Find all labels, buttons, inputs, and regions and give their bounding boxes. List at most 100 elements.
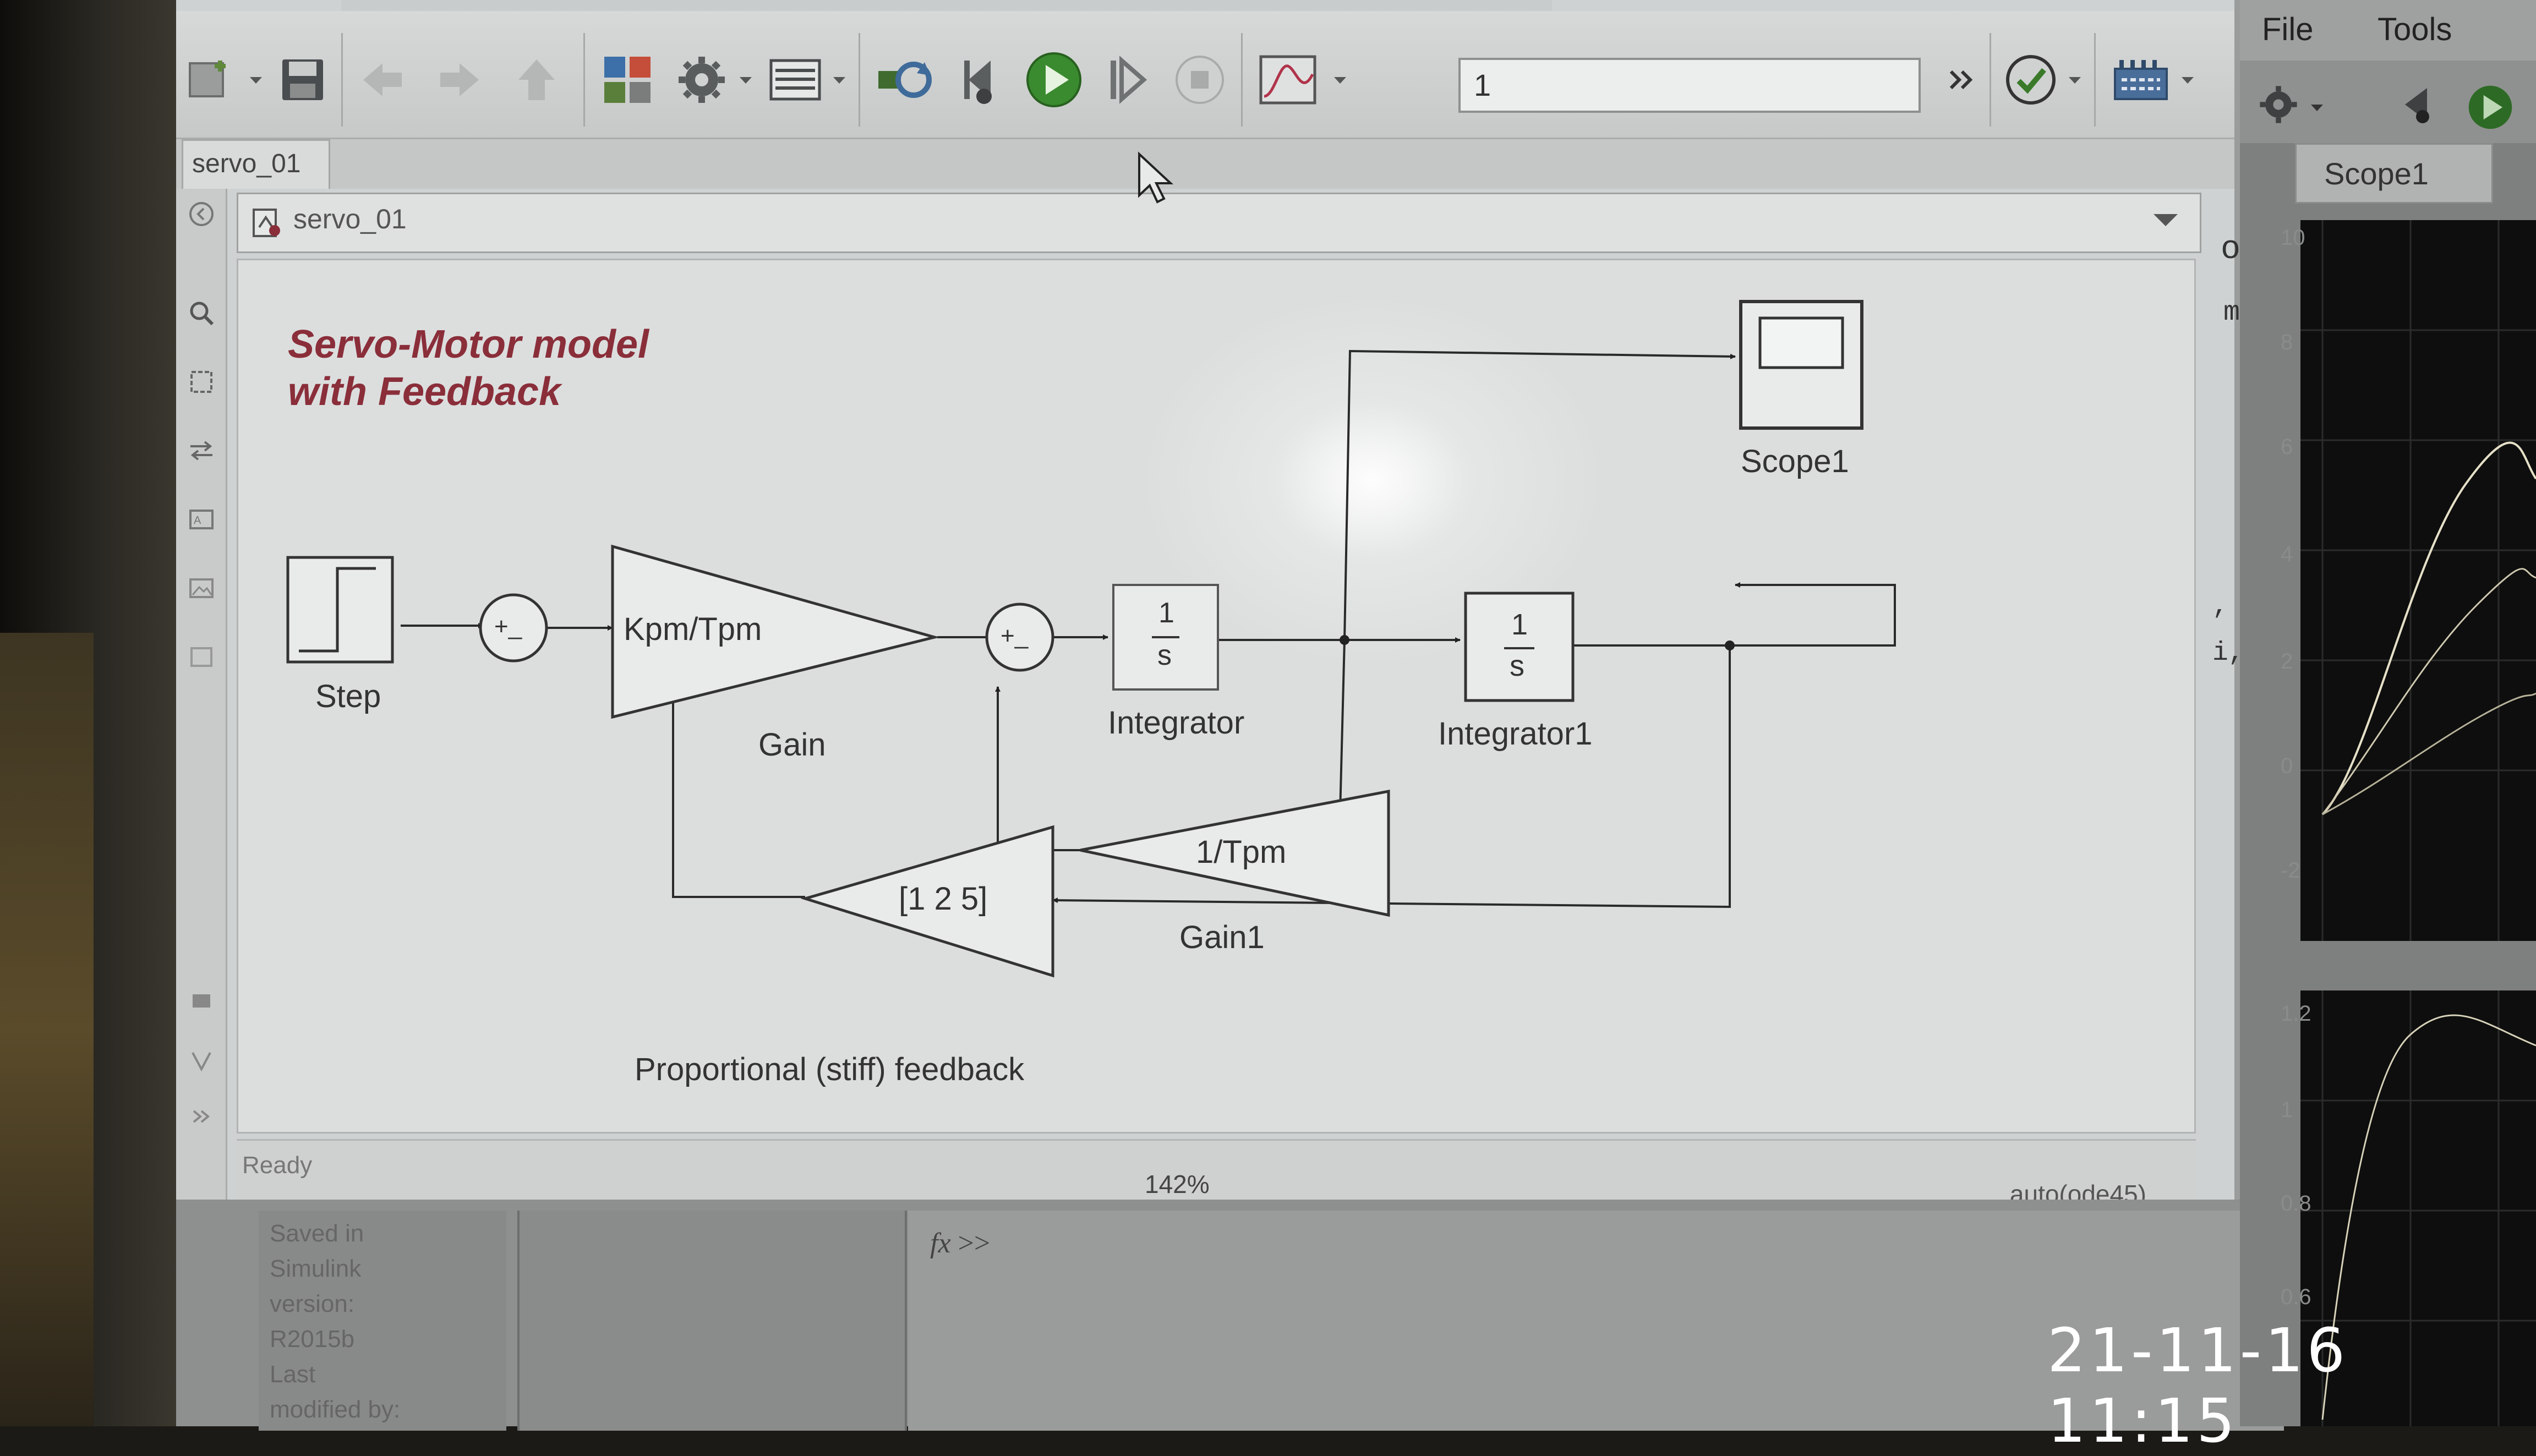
play-icon[interactable]: [2466, 83, 2515, 132]
integrator-denominator: s: [1157, 639, 1172, 671]
step-block[interactable]: [286, 556, 394, 664]
simulation-stop-time-input[interactable]: 1: [1458, 58, 1921, 113]
chevron-down-icon[interactable]: [2309, 99, 2325, 116]
scope-plot-bottom[interactable]: [2300, 990, 2536, 1426]
build-model-button[interactable]: [2105, 44, 2177, 116]
model-explorer-button[interactable]: [762, 44, 828, 116]
new-model-button[interactable]: [176, 44, 248, 116]
tab-servo-01[interactable]: servo_01: [182, 139, 330, 189]
integrator1-denominator: s: [1510, 649, 1524, 682]
chevron-down-icon[interactable]: [2154, 214, 2178, 226]
gear-icon[interactable]: [2256, 83, 2300, 127]
step-back-button[interactable]: [947, 44, 1013, 116]
toolbar-separator: [341, 33, 343, 127]
integrator1-block[interactable]: [1464, 592, 1575, 702]
signal-position-to-feedback[interactable]: [1052, 644, 1731, 908]
gain-block[interactable]: [611, 544, 940, 719]
scope-plot-top[interactable]: [2300, 220, 2536, 941]
arrow-right-icon: [440, 63, 479, 96]
zoom-level: 142%: [1145, 1170, 1210, 1198]
model-tabstrip: servo_01: [176, 139, 2234, 189]
step-back-icon[interactable]: [2394, 83, 2444, 127]
model-config-button[interactable]: [669, 44, 735, 116]
model-explorer-icon: [769, 59, 821, 101]
model-config-dropdown[interactable]: [732, 44, 759, 116]
area-icon[interactable]: [187, 643, 216, 671]
sum1-block[interactable]: [479, 593, 548, 663]
menu-tools[interactable]: Tools: [2378, 12, 2452, 47]
simulation-data-inspector-button[interactable]: [1249, 44, 1326, 116]
model-annotation[interactable]: Servo-Motor model with Feedback: [288, 321, 649, 415]
up-button[interactable]: [506, 44, 567, 116]
y-tick: 0: [2281, 754, 2293, 778]
signal-velocity-to-scope[interactable]: [1343, 349, 1736, 641]
branch-point: [1340, 635, 1349, 645]
run-button[interactable]: [1018, 44, 1090, 116]
monitor-screen: 1: [176, 0, 2536, 1431]
toolbar-separator: [583, 33, 585, 127]
y-tick: 4: [2281, 542, 2293, 566]
integrator-numerator: 1: [1158, 597, 1174, 629]
details-line: R2015b: [270, 1326, 355, 1353]
signal-plot-icon: [1259, 55, 1316, 105]
back-button[interactable]: [352, 44, 413, 116]
gain1-block[interactable]: [1080, 789, 1390, 917]
model-advisor-button[interactable]: [1998, 44, 2064, 116]
chevron-down-icon: [1334, 77, 1346, 84]
toolbar-separator: [859, 33, 860, 127]
details-line: Saved in: [270, 1220, 364, 1247]
workspace-panel[interactable]: [517, 1211, 907, 1431]
save-button[interactable]: [272, 44, 333, 116]
step-forward-button[interactable]: [1095, 44, 1161, 116]
inspector-dropdown[interactable]: [1326, 44, 1354, 116]
scope-block[interactable]: [1739, 300, 1863, 430]
model-explorer-dropdown[interactable]: [826, 44, 853, 116]
menu-file[interactable]: File: [2262, 12, 2314, 47]
y-tick: 6: [2281, 435, 2293, 459]
scope-trace-top: [2300, 220, 2536, 941]
toolbar-overflow-button[interactable]: [1937, 44, 1987, 116]
library-browser-button[interactable]: [594, 44, 660, 116]
gain1-value: 1/Tpm: [1196, 834, 1286, 870]
feedback-gain-value: [1 2 5]: [899, 881, 987, 917]
command-window[interactable]: fx >>: [908, 1211, 2284, 1431]
build-model-dropdown[interactable]: [2174, 44, 2201, 116]
expand-palette-icon[interactable]: [187, 1102, 216, 1131]
model-advisor-dropdown[interactable]: [2061, 44, 2089, 116]
update-model-button[interactable]: [870, 44, 941, 116]
record-icon[interactable]: [187, 987, 216, 1015]
gain1-label: Gain1: [1179, 919, 1265, 955]
arrow-icon[interactable]: [187, 436, 216, 465]
signal-position-to-scope[interactable]: [1730, 582, 1896, 647]
model-icon: [253, 209, 280, 237]
integrator-label: Integrator: [1108, 705, 1244, 741]
zoom-icon[interactable]: [187, 299, 216, 327]
signal-feedback-to-sum1[interactable]: [670, 675, 805, 898]
breadcrumb[interactable]: servo_01: [293, 204, 407, 234]
tab-scope1[interactable]: Scope1: [2295, 143, 2493, 204]
new-model-dropdown[interactable]: [242, 44, 270, 116]
y-tick: 0.8: [2281, 1191, 2311, 1216]
gain-value: Kpm/Tpm: [624, 611, 762, 647]
signal-gain1-to-sum2[interactable]: [995, 686, 1080, 851]
fit-to-view-icon[interactable]: [187, 368, 216, 396]
stop-button[interactable]: [1167, 44, 1233, 116]
step-back-icon: [964, 61, 992, 104]
forward-button[interactable]: [429, 44, 490, 116]
sum2-block[interactable]: [985, 603, 1054, 672]
svg-text:A: A: [194, 514, 201, 527]
image-icon[interactable]: [187, 574, 216, 603]
library-browser-icon: [604, 57, 651, 103]
viewer-icon[interactable]: [187, 1047, 216, 1076]
function-browser-icon[interactable]: fx: [930, 1228, 951, 1259]
branch-point: [1725, 641, 1735, 650]
hide-browser-icon[interactable]: [187, 200, 216, 228]
annotation-icon[interactable]: A: [187, 505, 216, 534]
integrator-block[interactable]: [1112, 584, 1219, 691]
command-prompt[interactable]: fx >>: [930, 1227, 990, 1260]
feedback-gain-block[interactable]: [800, 825, 1054, 978]
scope-toolbar: [2240, 61, 2536, 143]
model-canvas[interactable]: Servo-Motor model with Feedback: [237, 259, 2196, 1134]
left-palette: A: [176, 189, 227, 1201]
scope-trace-bottom: [2300, 990, 2536, 1426]
